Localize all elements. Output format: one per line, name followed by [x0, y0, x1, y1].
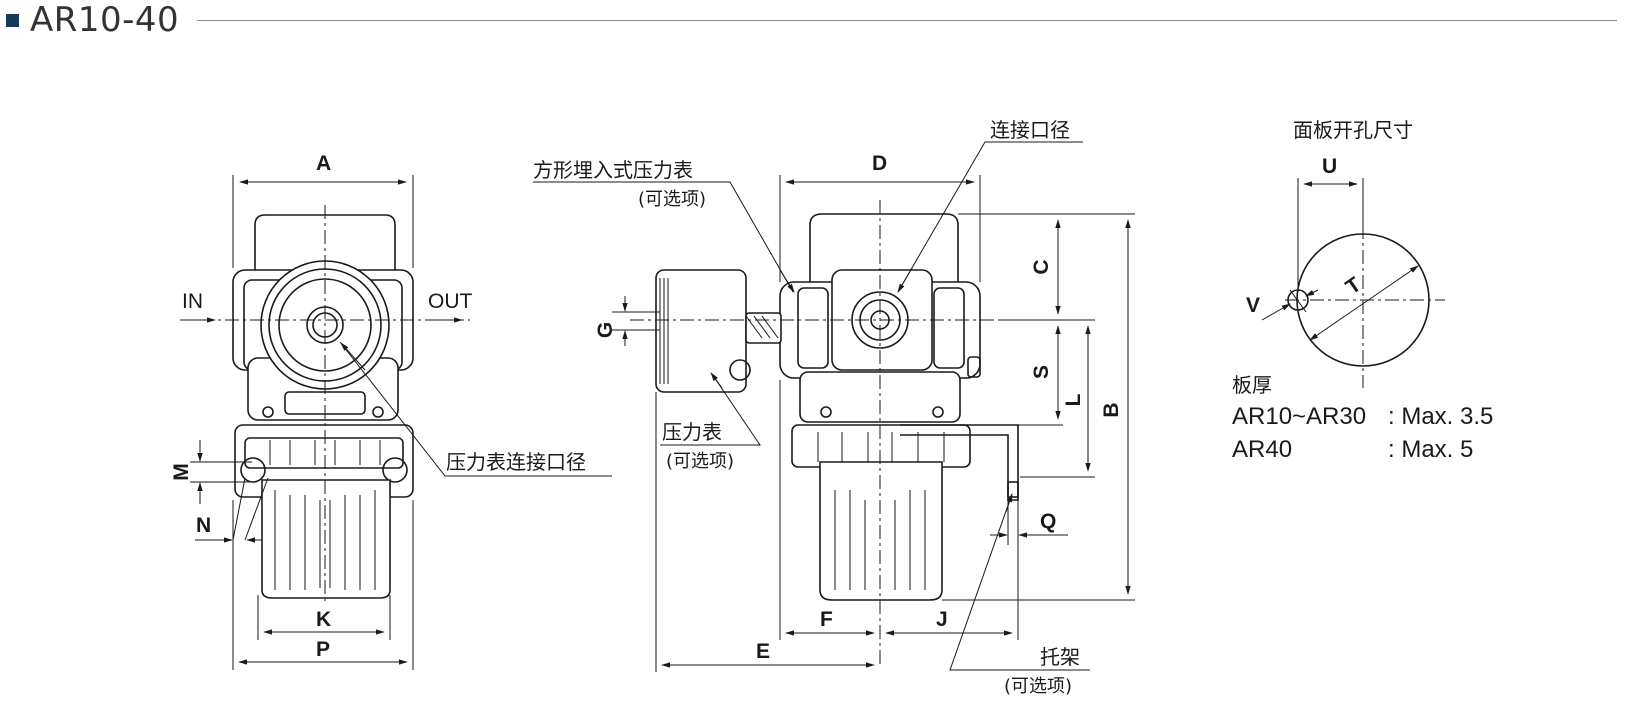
side-view: D C S L B G Q F J E 方形埋入式压力表 (可选项) — [533, 118, 1135, 697]
callout-port: 连接口径 — [990, 118, 1070, 142]
dim-t: T — [1342, 273, 1366, 299]
callout-square-gauge-opt: (可选项) — [638, 189, 706, 210]
panel-cutout: 面板开孔尺寸 U T V 板厚 AR10~AR30 : Max. 3.5 AR4… — [1232, 118, 1493, 463]
dim-n: N — [196, 514, 211, 537]
dim-a: A — [316, 152, 331, 175]
thickness-row-2-value: : Max. 5 — [1388, 436, 1473, 463]
callout-square-gauge: 方形埋入式压力表 — [533, 158, 693, 182]
callout-bracket-opt: (可选项) — [1004, 676, 1072, 697]
dim-e: E — [756, 640, 770, 663]
pressure-gauge — [655, 269, 747, 393]
dim-b: B — [1100, 402, 1123, 417]
dim-g: G — [594, 322, 617, 338]
callout-gauge-port: 压力表连接口径 — [446, 450, 586, 474]
page-title: AR10-40 — [30, 0, 180, 40]
dim-k: K — [316, 608, 331, 631]
thickness-title: 板厚 — [1232, 373, 1272, 397]
callout-bracket: 托架 — [1040, 645, 1080, 669]
adjust-knob — [261, 479, 391, 599]
dim-f: F — [820, 608, 833, 631]
section-header: AR10-40 — [0, 0, 1625, 44]
dim-j: J — [936, 608, 948, 631]
thickness-row-1-model: AR10~AR30 — [1232, 403, 1366, 430]
dim-s: S — [1030, 365, 1053, 379]
side-knob — [819, 461, 943, 601]
label-in: IN — [182, 290, 203, 313]
dim-d: D — [872, 152, 887, 175]
panel-cutout-title: 面板开孔尺寸 — [1293, 118, 1413, 142]
dim-m: M — [170, 463, 193, 481]
thickness-row-2-model: AR40 — [1232, 436, 1292, 463]
side-ring-nut — [791, 424, 971, 468]
callout-gauge-opt: (可选项) — [666, 451, 734, 472]
dim-u: U — [1322, 155, 1337, 178]
title-bullet — [6, 14, 19, 27]
dim-q: Q — [1040, 510, 1056, 533]
thickness-row-1-value: : Max. 3.5 — [1388, 403, 1493, 430]
dim-c: C — [1030, 259, 1053, 274]
dim-l: L — [1062, 393, 1085, 406]
dim-v: V — [1246, 294, 1260, 317]
dim-p: P — [316, 638, 330, 661]
front-view: IN OUT A K P M N 压力表连接口径 — [170, 152, 612, 670]
label-out: OUT — [428, 290, 473, 313]
callout-gauge: 压力表 — [662, 420, 722, 444]
title-rule — [197, 20, 1617, 21]
